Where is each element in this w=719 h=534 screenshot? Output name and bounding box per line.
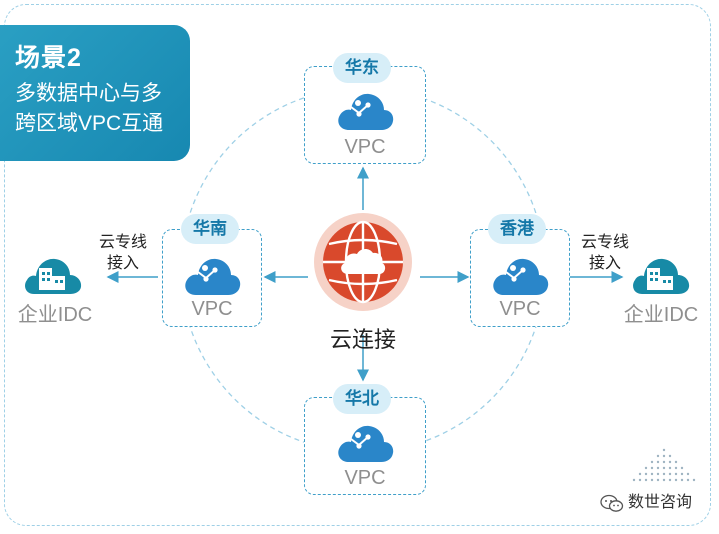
region-north-tag: 华北 <box>333 384 391 414</box>
watermark: 数世咨询 <box>600 490 710 516</box>
region-north-vpc-label: VPC <box>344 467 386 489</box>
scene-description-line1: 多数据中心与多 <box>15 82 162 105</box>
dedicated-line-label-left-line1: 云专线 <box>98 234 147 251</box>
vpc-cloud-icon <box>185 258 241 295</box>
idc-left-label: 企业IDC <box>17 304 93 326</box>
region-south-tag: 华南 <box>181 214 239 244</box>
wechat-icon <box>600 494 624 512</box>
scene-title: 场景2 <box>15 44 82 72</box>
dedicated-line-label-right-line2: 接入 <box>588 255 621 272</box>
vpc-cloud-icon <box>338 93 394 130</box>
region-east-tag: 华东 <box>333 53 391 83</box>
vpc-cloud-icon <box>493 258 549 295</box>
watermark-text: 数世咨询 <box>628 494 693 511</box>
building-cloud-icon <box>25 258 82 294</box>
dedicated-line-label-left-line2: 接入 <box>106 255 139 272</box>
idc-right-label: 企业IDC <box>623 304 699 326</box>
dedicated-line-label-right-line1: 云专线 <box>580 234 629 251</box>
diagram-frame <box>4 4 711 526</box>
region-hongkong-box <box>470 229 570 327</box>
scene-description: 多数据中心与多 跨区域VPC互通 <box>15 79 190 139</box>
region-east-vpc-label: VPC <box>344 136 386 158</box>
hub-label: 云连接 <box>329 327 396 352</box>
region-hongkong-vpc-label: VPC <box>499 298 541 320</box>
region-south-vpc-label: VPC <box>191 298 233 320</box>
decorative-dot-pattern <box>632 448 696 482</box>
dedicated-line-label-right: 云专线 接入 <box>575 232 635 274</box>
scene-description-line2: 跨区域VPC互通 <box>15 112 164 135</box>
building-cloud-icon <box>633 258 690 294</box>
vpc-cloud-icon <box>338 425 394 462</box>
globe-cloud-icon <box>314 213 412 311</box>
dedicated-line-label-left: 云专线 接入 <box>93 232 153 274</box>
region-hongkong-tag: 香港 <box>488 214 546 244</box>
scene-card: 场景2 多数据中心与多 跨区域VPC互通 <box>0 25 190 161</box>
